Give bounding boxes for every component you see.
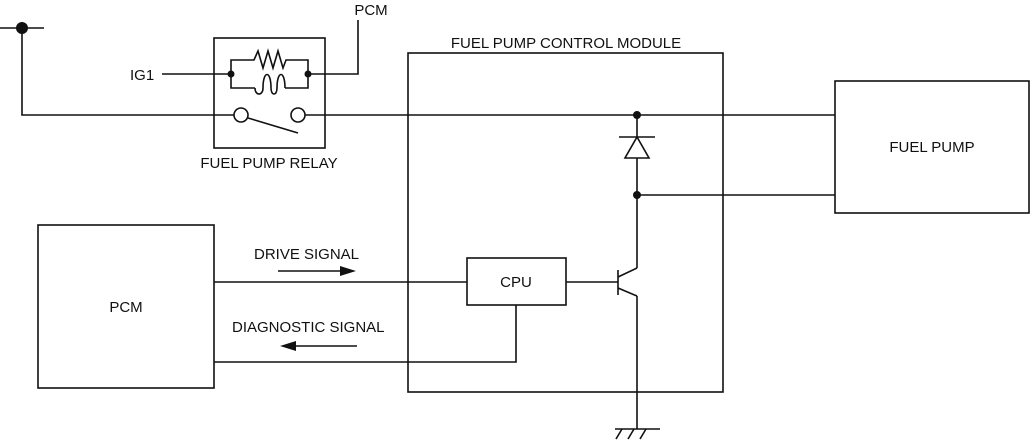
- coil-icon: [254, 73, 286, 95]
- drive-signal-label: DRIVE SIGNAL: [254, 246, 359, 263]
- relay-label: FUEL PUMP RELAY: [200, 155, 337, 172]
- fuel-pump-box: [834, 80, 1030, 214]
- transistor-icon: [617, 267, 638, 297]
- battery-supply-wire: [0, 22, 234, 116]
- pcm-box: [37, 224, 215, 389]
- ig1-label: IG1: [130, 67, 154, 84]
- switch-icon: [247, 117, 299, 134]
- diagnostic-signal-wire: [214, 305, 517, 363]
- fuel-pump-relay: FUEL PUMP RELAY: [200, 37, 338, 172]
- module-label: FUEL PUMP CONTROL MODULE: [451, 35, 681, 52]
- diode-icon: [619, 135, 655, 159]
- ground-icon: [615, 428, 660, 440]
- arrow-left-icon: [280, 341, 357, 351]
- arrow-right-icon: [278, 266, 356, 276]
- cpu-label: CPU: [500, 274, 532, 291]
- resistor-icon: [230, 48, 309, 74]
- diagnostic-signal-label: DIAGNOSTIC SIGNAL: [232, 319, 385, 336]
- relay-contact: [233, 107, 249, 123]
- fuel-pump-label: FUEL PUMP: [889, 139, 974, 156]
- pcm-label: PCM: [109, 299, 142, 316]
- pcm-top-label: PCM: [354, 2, 387, 19]
- fuel-pump-control-module: [407, 52, 724, 393]
- relay-contact: [290, 107, 306, 123]
